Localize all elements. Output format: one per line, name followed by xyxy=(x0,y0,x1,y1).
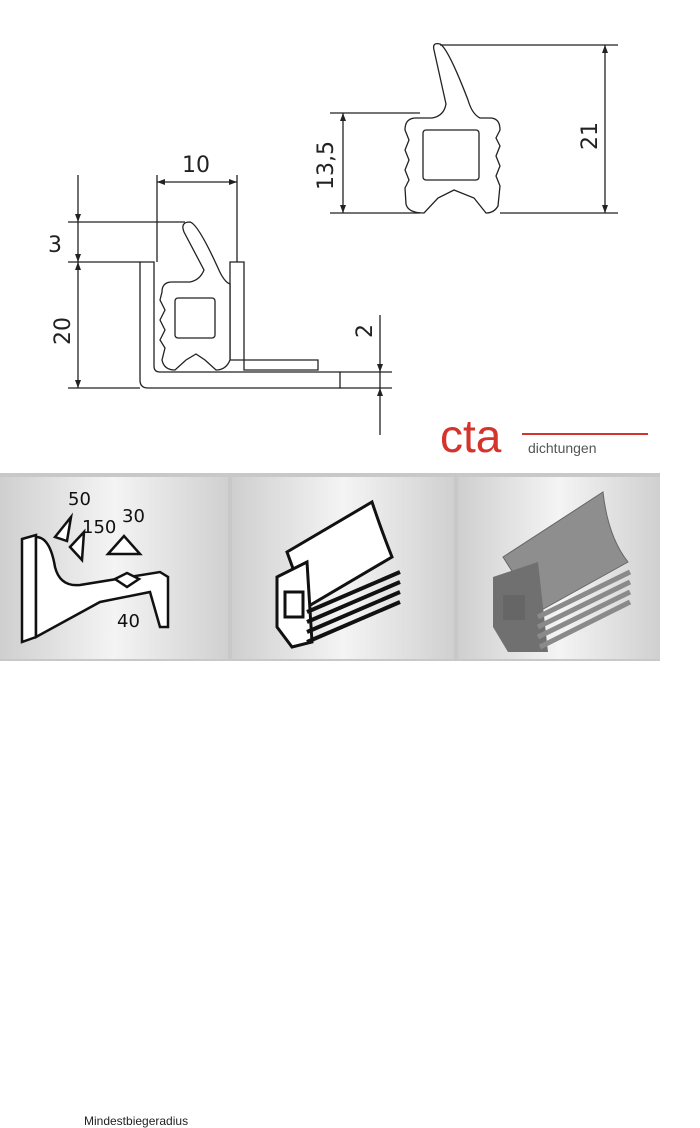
dim-body: 13,5 xyxy=(314,141,339,190)
dim-lip: 3 xyxy=(48,233,62,258)
radius-150: 150 xyxy=(82,517,116,538)
logo-subtitle: dichtungen xyxy=(528,440,597,456)
svg-text:cta: cta xyxy=(440,410,502,460)
cta-logo: cta xyxy=(440,410,648,460)
profile-line-drawing-icon xyxy=(275,499,401,649)
radius-40: 40 xyxy=(117,611,140,632)
panel-bend-radius: 50 150 30 40 xyxy=(0,477,228,659)
profile-3d-render-icon xyxy=(493,491,632,652)
bend-radius-icon: 50 150 30 40 xyxy=(20,489,170,644)
radius-50: 50 xyxy=(68,489,91,510)
product-panels: 50 150 30 40 Mindestbiegeradius xyxy=(0,473,660,1128)
dim-flange: 2 xyxy=(353,324,378,338)
radius-30: 30 xyxy=(122,506,145,527)
profile-drawing-mounted: 10 3 20 2 13,5 21 cta xyxy=(48,42,648,460)
bend-radius-caption: Mindestbiegeradius xyxy=(84,1114,189,1128)
panel-line-drawing xyxy=(232,477,454,659)
dim-height: 20 xyxy=(51,317,76,345)
panel-3d-render xyxy=(458,477,660,659)
dim-width: 10 xyxy=(182,153,210,178)
dim-total: 21 xyxy=(578,122,603,150)
